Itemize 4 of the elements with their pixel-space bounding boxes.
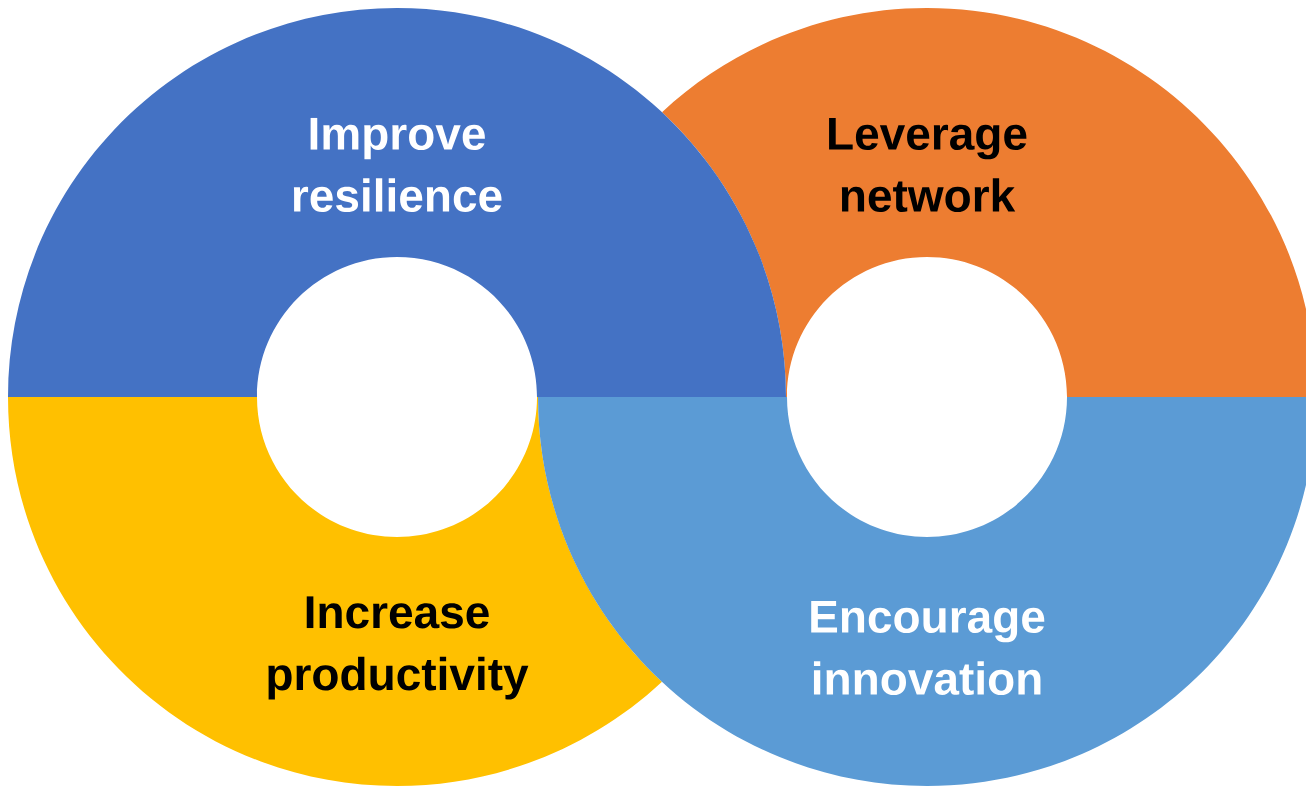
ring-segment: Encourage innovation [538,397,1306,786]
ring-segment: Improve resilience [8,8,786,397]
ring-segment: Increase productivity [8,397,662,786]
ring-segment: Leverage network [662,8,1306,397]
